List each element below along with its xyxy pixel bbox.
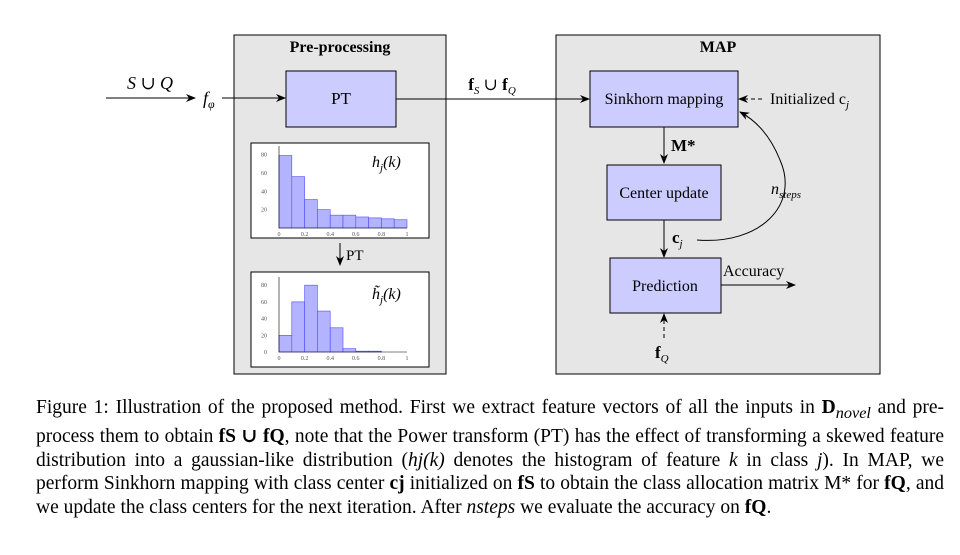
f-phi-label: fφ <box>203 88 215 111</box>
histogram-axes <box>278 277 407 353</box>
y-tick-label: 20 <box>261 333 267 339</box>
x-tick-label: 0.2 <box>301 232 309 238</box>
nsteps-label: nsteps <box>771 181 801 201</box>
y-tick-label: 40 <box>261 189 267 195</box>
histogram-axes <box>278 146 407 229</box>
fq-label: fQ <box>655 343 669 365</box>
histogram-bar <box>317 209 331 229</box>
preprocessing-title: Pre-processing <box>290 39 391 56</box>
histogram-bar <box>291 176 305 229</box>
map-title: MAP <box>700 39 737 56</box>
x-tick-label: 0.4 <box>326 232 334 238</box>
pt-box <box>285 70 397 128</box>
histogram-bar <box>278 334 293 353</box>
accuracy-label: Accuracy <box>723 263 784 280</box>
histogram-2: 0 0.2 0.4 0.6 0.8 1 0 20 40 60 80 <box>261 277 409 362</box>
histogram-bar <box>278 155 293 229</box>
x-tick-label: 0.8 <box>378 232 386 238</box>
histogram-bar <box>291 301 305 353</box>
histogram-2-frame <box>250 271 430 368</box>
sinkhorn-box <box>589 70 739 128</box>
histogram-bar <box>342 214 357 229</box>
x-tick-label: 0.6 <box>352 356 360 362</box>
histogram-bar <box>355 216 369 229</box>
histogram-bar <box>317 310 331 353</box>
histogram-bar <box>329 214 344 229</box>
prediction-box <box>609 257 722 314</box>
x-tick-label: 0 <box>278 356 281 362</box>
y-tick-label: 60 <box>261 171 267 177</box>
x-tick-label: 0.2 <box>301 356 309 362</box>
histogram-bar <box>381 218 395 229</box>
y-tick-label: 80 <box>261 283 267 289</box>
pt-box-label: PT <box>331 89 351 108</box>
histogram-bar <box>304 199 318 229</box>
histogram-bar <box>368 217 382 229</box>
y-tick-label: 0 <box>264 350 267 356</box>
fs-fq-label: fS ∪ fQ <box>468 75 516 97</box>
d-novel: D <box>821 397 836 418</box>
figure-caption: Figure 1: Illustration of the proposed m… <box>36 397 945 518</box>
m-star-label: M* <box>671 136 696 155</box>
x-tick-label: 0.6 <box>352 232 360 238</box>
x-tick-label: 1 <box>406 232 409 238</box>
histogram-bar <box>304 284 318 353</box>
histogram-bar <box>329 327 344 353</box>
y-tick-label: 80 <box>261 153 267 159</box>
pt-between-label: PT <box>346 248 364 264</box>
x-tick-label: 0.4 <box>326 356 334 362</box>
x-tick-label: 0 <box>278 232 281 238</box>
x-tick-label: 0.8 <box>378 356 386 362</box>
nsteps-loop-arrow <box>696 111 786 241</box>
initialized-label: Initialized cj <box>770 91 849 111</box>
cj-label: cj <box>672 228 683 250</box>
prediction-box-label: Prediction <box>632 278 698 295</box>
histogram-bar <box>342 348 357 353</box>
method-diagram: Pre-processing MAP S ∪ Q fφ PT fS ∪ fQ 0… <box>106 34 881 375</box>
center-update-box <box>606 164 722 221</box>
input-label: S ∪ Q <box>127 73 173 93</box>
sinkhorn-box-label: Sinkhorn mapping <box>605 91 724 108</box>
y-tick-label: 60 <box>261 300 267 306</box>
histogram-1-label: hj(k) <box>372 154 401 174</box>
x-tick-label: 1 <box>406 356 409 362</box>
y-tick-label: 20 <box>261 208 267 214</box>
histogram-2-label: h̃j(k) <box>372 285 401 306</box>
center-update-box-label: Center update <box>619 185 708 202</box>
histogram-1: 0 0.2 0.4 0.6 0.8 1 20 40 60 80 <box>261 146 409 238</box>
histogram-bar <box>393 219 408 229</box>
y-tick-label: 40 <box>261 317 267 323</box>
